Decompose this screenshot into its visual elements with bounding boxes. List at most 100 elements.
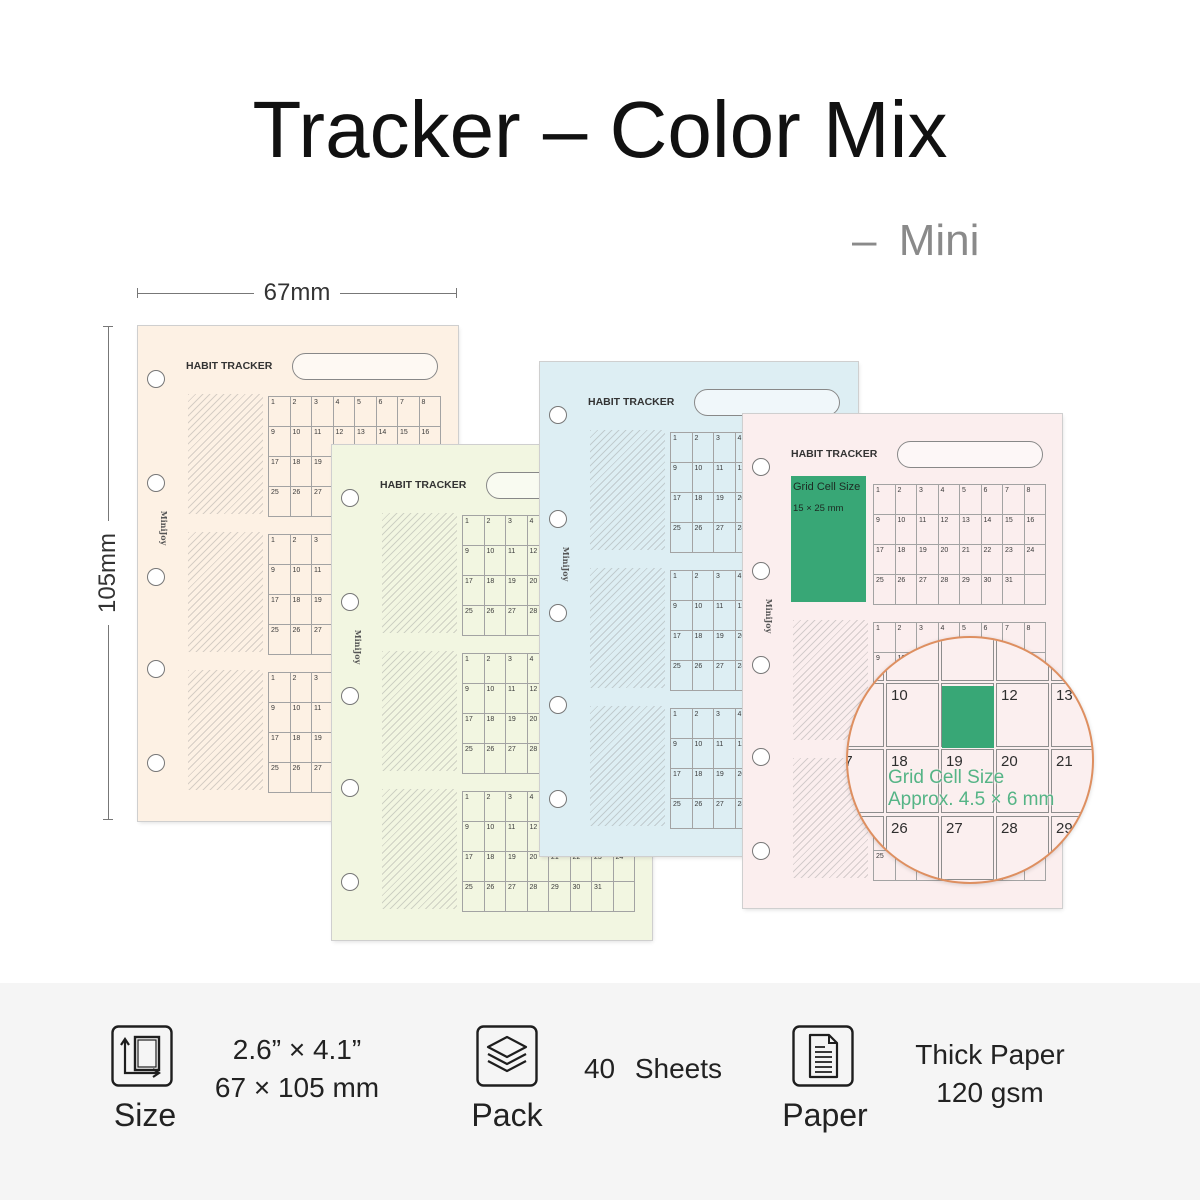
binder-hole [341,779,359,797]
day-number: 18 [694,495,703,502]
magnified-grid-cell: 4 [996,638,1049,681]
grid-cell: 9 [268,564,291,595]
day-number: 10 [486,548,495,555]
day-number: 4 [529,518,534,525]
grid-cell: 25 [462,605,485,636]
day-number: 5 [962,487,966,494]
day-number: 27 [508,608,516,615]
day-number: 28 [529,746,538,753]
magnified-day-number: 25 [848,821,853,837]
day-number: 10 [292,705,301,712]
binder-hole [341,687,359,705]
grid-cell: 19 [505,713,528,744]
day-number: 10 [897,517,906,524]
grid-cell: 18 [691,768,714,799]
grid-cell: 18 [289,732,312,763]
grid-cell: 19 [713,630,736,661]
magnified-grid-cell: 5 [1051,638,1092,681]
hatched-notes-area [382,789,457,909]
magnified-grid-cell: 13 [1051,683,1092,747]
day-number: 3 [716,711,720,718]
grid-cell: 2 [894,484,917,515]
day-number: 29 [551,884,559,891]
magnified-day-number: 28 [1001,820,1018,837]
grid-cell: 26 [691,660,714,691]
grid-cell: 27 [713,660,736,691]
day-number: 19 [508,716,516,723]
day-number: 7 [1005,487,1009,494]
grid-cell: 1 [268,672,291,703]
grid-cell: 27 [311,486,334,517]
grid-cell: 1 [670,708,693,739]
binder-hole [341,489,359,507]
grid-cell: 11 [713,738,736,769]
grid-cell: 1 [268,396,291,427]
grid-cell: 19 [311,732,334,763]
day-number: 9 [465,686,469,693]
grid-cell: 5 [354,396,377,427]
day-number: 3 [314,399,318,406]
grid-cell: 2 [483,653,506,684]
binder-hole [752,458,770,476]
grid-cell: 10 [289,564,312,595]
day-number: 17 [465,578,473,585]
day-number: 9 [673,603,677,610]
grid-cell: 21 [959,544,982,575]
day-number: 17 [271,459,279,466]
name-label-pill [292,353,438,380]
grid-cell: 28 [937,574,960,605]
day-number: 9 [271,705,275,712]
day-number: 1 [271,675,275,682]
magnified-grid-cell: 10 [886,683,939,747]
day-number: 18 [694,771,703,778]
day-number: 4 [940,487,945,494]
day-number: 10 [292,567,301,574]
day-number: 9 [673,741,677,748]
day-number: 17 [673,771,681,778]
day-number: 1 [876,487,880,494]
hatched-notes-area [590,568,665,688]
size-spec-inches: 2.6” × 4.1” [232,1034,362,1065]
grid-cell: 9 [462,545,485,576]
hatched-notes-area [590,706,665,826]
day-number: 22 [572,854,581,861]
day-number: 17 [673,495,681,502]
magnified-day-number: 19 [946,753,963,770]
day-number: 31 [594,884,602,891]
day-number: 28 [737,525,746,532]
dimension-line-segment [340,292,456,294]
magnified-grid-cell: 18 [886,749,939,813]
habit-tracker-heading: HABIT TRACKER [186,360,273,372]
day-number: 22 [983,547,992,554]
grid-cell: 1 [670,432,693,463]
day-number: 3 [919,625,923,632]
day-number: 3 [314,675,318,682]
day-number: 9 [271,567,275,574]
day-number: 27 [314,627,322,634]
grid-cell: 27 [505,881,528,912]
grid-cell: 11 [713,600,736,631]
magnified-grid-cell: 19 [941,749,994,813]
magnifier-label: Grid Cell Size [888,767,1005,788]
grid-cell: 26 [483,743,506,774]
grid-cell: 25 [268,486,291,517]
day-number: 23 [594,854,602,861]
brand-logo: MiniJoy [353,629,363,665]
grid-cell: 25 [268,624,291,655]
magnified-grid-cell: 28 [996,816,1049,880]
day-number: 20 [737,633,746,640]
day-number: 16 [421,429,430,436]
day-number: 25 [271,765,279,772]
grid-cell: 9 [670,462,693,493]
day-number: 20 [529,716,538,723]
grid-cell: 2 [483,791,506,822]
habit-tracker-heading: HABIT TRACKER [791,448,878,460]
grid-cell: 7 [1002,484,1025,515]
habit-tracker-heading: HABIT TRACKER [380,479,467,491]
grid-cell: 2 [691,708,714,739]
grid-cell: 9 [268,426,291,457]
grid-cell: 10 [691,462,714,493]
day-number: 3 [314,537,318,544]
day-number: 5 [357,399,361,406]
